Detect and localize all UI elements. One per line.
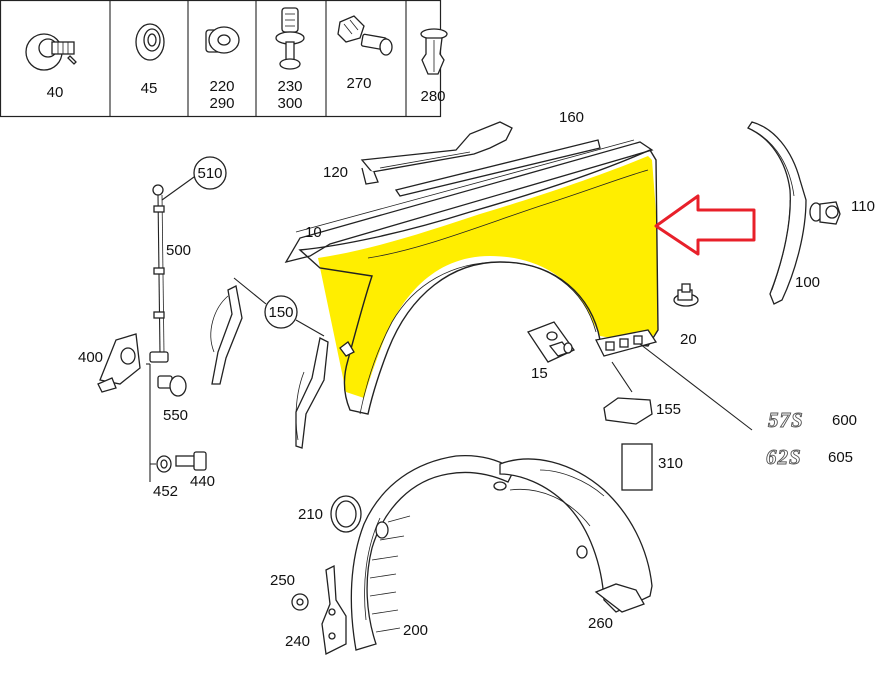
part-40-flange-bolt-icon [25,33,77,71]
part-100-pillar-trim [747,121,807,305]
label-155: 155 [656,401,681,418]
label-605: 605 [828,449,853,466]
label-200: 200 [403,622,428,639]
part-155-emblem-plate [603,361,653,425]
part-260-wheelhouse-liner-rear [493,458,653,613]
part-440-bolt-icon [175,451,207,471]
header-label-45: 45 [141,80,158,97]
part-250-washer-icon [291,593,309,611]
header-label-300: 300 [277,95,302,112]
part-230-300-screw-icon [275,7,305,70]
label-150: 150 [268,304,293,321]
part-20-bolt-icon [673,283,699,307]
part-500-cable-assembly [149,184,169,363]
badge-57s: 57S [768,408,804,432]
label-10: 10 [305,224,322,241]
part-45-nut-icon [135,23,165,61]
header-label-290: 290 [209,95,234,112]
label-400: 400 [78,349,103,366]
part-110-clip-icon [809,201,841,225]
part-200-wheelhouse-liner-front [350,454,515,651]
fender-lower-bracket [595,329,658,357]
callout-510 [161,156,227,201]
label-310: 310 [658,455,683,472]
label-240: 240 [285,633,310,650]
part-550-clip-icon [157,375,187,397]
label-510: 510 [197,165,222,182]
label-210: 210 [298,506,323,523]
header-parts-strip: 40 45 220 290 230 300 270 280 [0,0,448,118]
part-280-push-rivet-icon [420,28,448,75]
part-210-seal-ring [330,495,362,533]
part-270-expanding-clip-icon [337,15,393,56]
label-550: 550 [163,407,188,424]
label-100: 100 [795,274,820,291]
label-440: 440 [190,473,215,490]
part-240-bracket-icon [321,564,347,655]
part-310-decal [621,443,653,491]
label-260: 260 [588,615,613,632]
label-20: 20 [680,331,697,348]
label-15: 15 [531,365,548,382]
front-fender-panel [284,139,659,415]
part-400-latch-icon [97,333,141,393]
badge-62s: 62S [766,445,802,469]
part-15-bracket-icon [527,321,575,363]
part-452-washer-icon [156,455,172,473]
part-150-brackets [210,285,329,449]
header-label-230: 230 [277,78,302,95]
label-452: 452 [153,483,178,500]
header-label-220: 220 [209,78,234,95]
highlight-arrow-icon [654,194,756,256]
callout-150 [233,277,325,337]
label-250: 250 [270,572,295,589]
label-110: 110 [851,198,875,215]
header-label-40: 40 [47,84,64,101]
label-500: 500 [166,242,191,259]
fender-highlight-area [318,156,658,398]
label-120: 120 [323,164,348,181]
label-600: 600 [832,412,857,429]
header-label-270: 270 [346,75,371,92]
trim-strip-160 [360,121,601,197]
leader-lines [146,343,753,482]
header-label-280: 280 [420,88,445,105]
label-160: 160 [559,109,584,126]
part-labels: 10 15 20 100 110 120 150 155 160 200 210… [78,109,875,650]
part-220-290-plastic-nut-icon [205,26,240,54]
